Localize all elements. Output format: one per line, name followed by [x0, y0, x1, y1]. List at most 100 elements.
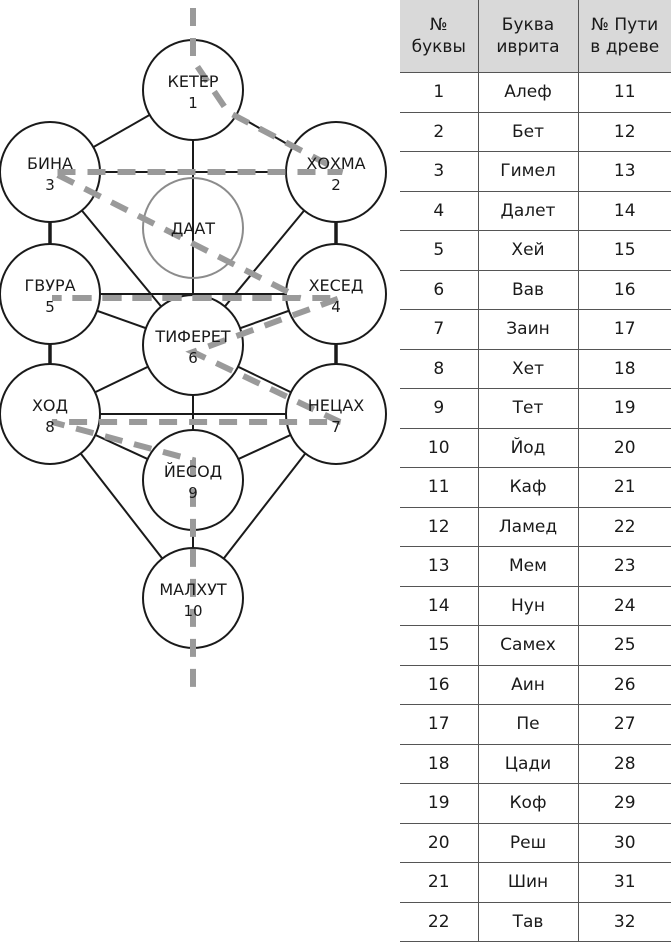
- cell-path-number: 25: [577, 625, 671, 665]
- cell-hebrew-letter: Аин: [477, 664, 578, 705]
- cell-hebrew-letter: Шин: [477, 862, 578, 902]
- cell-hebrew-letter: Йод: [477, 427, 578, 468]
- header-hebrew-letter-text: Буква иврита: [496, 15, 560, 57]
- cell-path-number: 26: [577, 664, 671, 705]
- cell-path-number: 15: [577, 230, 671, 270]
- cell-path-number: 28: [577, 743, 671, 784]
- cell-hebrew-letter: Тет: [477, 388, 578, 428]
- sefira-number-bina: 3: [45, 176, 55, 194]
- cell-hebrew-letter: Далет: [477, 190, 578, 231]
- cell-hebrew-letter: Тав: [477, 901, 578, 942]
- sefira-number-netzah: 7: [331, 418, 341, 436]
- header-hebrew-letter: Буква иврита: [477, 0, 578, 73]
- cell-path-number: 23: [577, 546, 671, 586]
- sefira-name-gvura: ГВУРА: [24, 276, 75, 295]
- cell-path-number: 12: [577, 111, 671, 152]
- sefira-name-tiferet: ТИФЕРЕТ: [154, 327, 230, 346]
- sefira-number-hochma: 2: [331, 176, 341, 194]
- sefira-name-yesod: ЙЕСОД: [164, 462, 222, 481]
- cell-letter-number: 18: [400, 743, 478, 784]
- cell-letter-number: 8: [400, 348, 478, 389]
- cell-hebrew-letter: Бет: [477, 111, 578, 152]
- cell-hebrew-letter: Пе: [477, 704, 578, 744]
- cell-letter-number: 12: [400, 506, 478, 547]
- daat-circle: [142, 177, 244, 279]
- cell-hebrew-letter: Коф: [477, 783, 578, 823]
- sefira-number-hod: 8: [45, 418, 55, 436]
- sefira-number-yesod: 9: [188, 484, 198, 502]
- cell-path-number: 17: [577, 309, 671, 349]
- cell-letter-number: 15: [400, 625, 478, 665]
- cell-path-number: 31: [577, 862, 671, 902]
- sefirot-labels: КЕТЕР1ХОХМА2БИНА3ХЕСЕД4ГВУРА5ТИФЕРЕТ6НЕЦ…: [24, 72, 365, 620]
- cell-path-number: 24: [577, 585, 671, 626]
- sefira-name-keter: КЕТЕР: [168, 72, 219, 91]
- sefira-name-hochma: ХОХМА: [306, 154, 365, 173]
- daat-label: ДААТ: [171, 219, 215, 238]
- cell-path-number: 29: [577, 783, 671, 823]
- cell-letter-number: 4: [400, 190, 478, 231]
- cell-hebrew-letter: Заин: [477, 309, 578, 349]
- header-letter-number-text: № буквы: [411, 15, 466, 57]
- sefira-number-malhut: 10: [183, 602, 202, 620]
- sefira-name-hesed: ХЕСЕД: [309, 276, 364, 295]
- cell-path-number: 16: [577, 269, 671, 310]
- cell-hebrew-letter: Мем: [477, 546, 578, 586]
- cell-hebrew-letter: Ламед: [477, 506, 578, 547]
- cell-path-number: 32: [577, 901, 671, 942]
- cell-path-number: 22: [577, 506, 671, 547]
- sefira-name-malhut: МАЛХУТ: [159, 580, 226, 599]
- cell-path-number: 21: [577, 467, 671, 507]
- sefira-number-keter: 1: [188, 94, 198, 112]
- cell-hebrew-letter: Нун: [477, 585, 578, 626]
- table-header-row: № буквы Буква иврита № Пути в древе: [400, 0, 671, 73]
- cell-letter-number: 6: [400, 269, 478, 310]
- header-path-number: № Пути в древе: [577, 0, 671, 73]
- cell-letter-number: 7: [400, 309, 478, 349]
- cell-hebrew-letter: Самех: [477, 625, 578, 665]
- lightning-path: [50, 8, 344, 688]
- header-letter-number: № буквы: [400, 0, 478, 73]
- cell-letter-number: 2: [400, 111, 478, 152]
- cell-hebrew-letter: Реш: [477, 822, 578, 863]
- cell-letter-number: 16: [400, 664, 478, 705]
- cell-hebrew-letter: Вав: [477, 269, 578, 310]
- cell-hebrew-letter: Хет: [477, 348, 578, 389]
- sefira-name-bina: БИНА: [27, 154, 73, 173]
- cell-hebrew-letter: Каф: [477, 467, 578, 507]
- cell-path-number: 11: [577, 72, 671, 112]
- sefira-circle-netzah: [285, 363, 387, 465]
- cell-path-number: 20: [577, 427, 671, 468]
- cell-letter-number: 13: [400, 546, 478, 586]
- tree-of-life-diagram: КЕТЕР1ХОХМА2БИНА3ХЕСЕД4ГВУРА5ТИФЕРЕТ6НЕЦ…: [0, 8, 387, 688]
- cell-path-number: 13: [577, 151, 671, 191]
- cell-letter-number: 22: [400, 901, 478, 942]
- sefira-circle-gvura: [0, 243, 101, 345]
- cell-letter-number: 1: [400, 72, 478, 112]
- cell-letter-number: 11: [400, 467, 478, 507]
- cell-path-number: 27: [577, 704, 671, 744]
- cell-hebrew-letter: Гимел: [477, 151, 578, 191]
- sefira-name-netzah: НЕЦАХ: [308, 396, 365, 415]
